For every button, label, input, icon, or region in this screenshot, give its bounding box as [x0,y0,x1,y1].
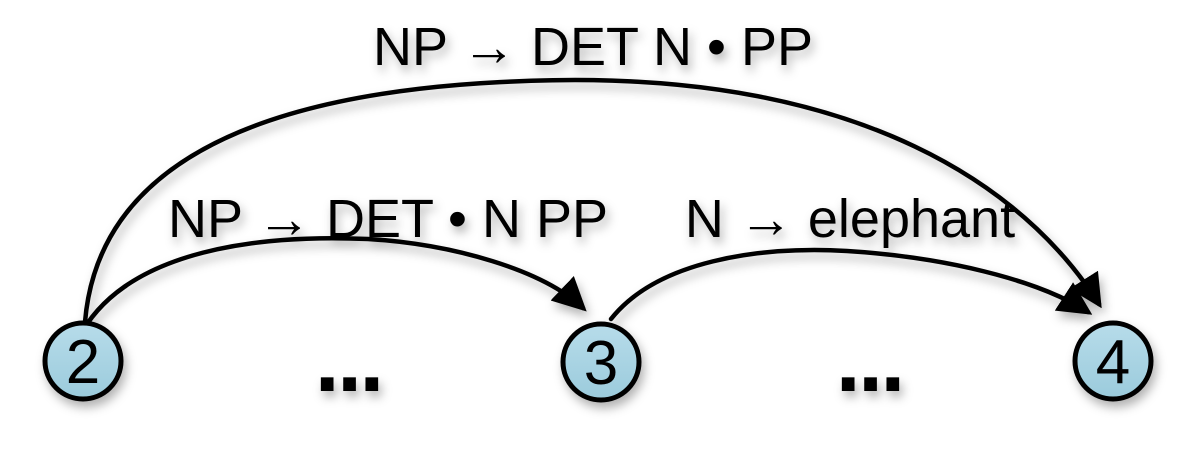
node-3-label: 3 [584,329,618,398]
node-4-label: 4 [1096,328,1130,397]
edge-arc-2-to-4 [82,77,1102,325]
edge-label-np-det-dot-n-pp: NP → DET • N PP [168,189,608,249]
node-4-circle [1072,320,1154,402]
edge-label-n-elephant: N → elephant [685,189,1015,249]
node-4: 4 [1072,320,1154,402]
node-3-circle [560,321,642,403]
node-3: 3 [560,321,642,403]
ellipsis-gap-3-4: ... [834,324,901,408]
node-2-circle [42,320,124,402]
edge-arc-3-to-4 [608,247,1093,322]
ellipsis-gap-2-3: ... [313,324,380,408]
node-2-label: 2 [66,328,100,397]
edge-label-np-det-n-dot-pp: NP → DET N • PP [373,17,813,77]
node-2: 2 [42,320,124,402]
edge-arc-2-to-3 [84,235,587,327]
